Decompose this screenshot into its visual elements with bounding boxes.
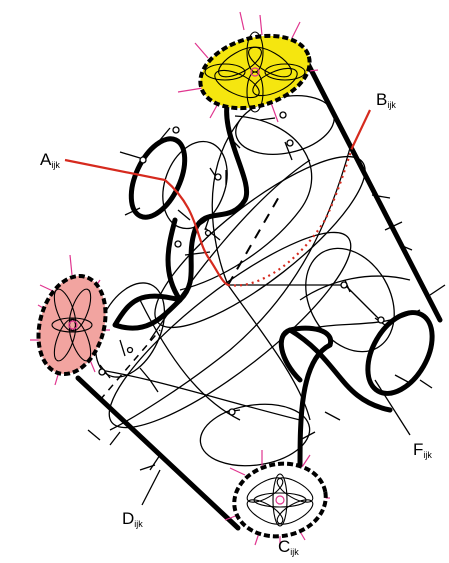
junction-nodes	[98, 111, 385, 416]
label-C: Cijk	[278, 537, 299, 557]
label-leaders	[141, 379, 411, 506]
label-F: Fijk	[413, 440, 432, 460]
pink-cell-body	[36, 273, 108, 377]
label-A: Aijk	[40, 150, 60, 170]
red-path-solid-to-B	[351, 109, 371, 149]
outline-left-lower	[112, 293, 181, 327]
white-cell-body	[232, 461, 328, 539]
tube-opening-right	[365, 310, 435, 396]
pink-cell-left	[30, 254, 110, 386]
internal-thin-curves	[94, 95, 421, 467]
red-path-dotted-to-B	[227, 147, 354, 287]
dashed-left-line	[99, 329, 161, 401]
label-D: Dijk	[122, 509, 143, 529]
label-B: Bijk	[376, 90, 396, 110]
tube-opening-upper-left	[128, 136, 188, 220]
red-path-solid-from-A	[64, 158, 229, 286]
yellow-cell-top	[177, 11, 319, 123]
red-path	[64, 109, 371, 287]
white-cell-bottom	[224, 450, 330, 546]
tick-marks	[87, 117, 446, 471]
thick-outline	[75, 55, 443, 531]
